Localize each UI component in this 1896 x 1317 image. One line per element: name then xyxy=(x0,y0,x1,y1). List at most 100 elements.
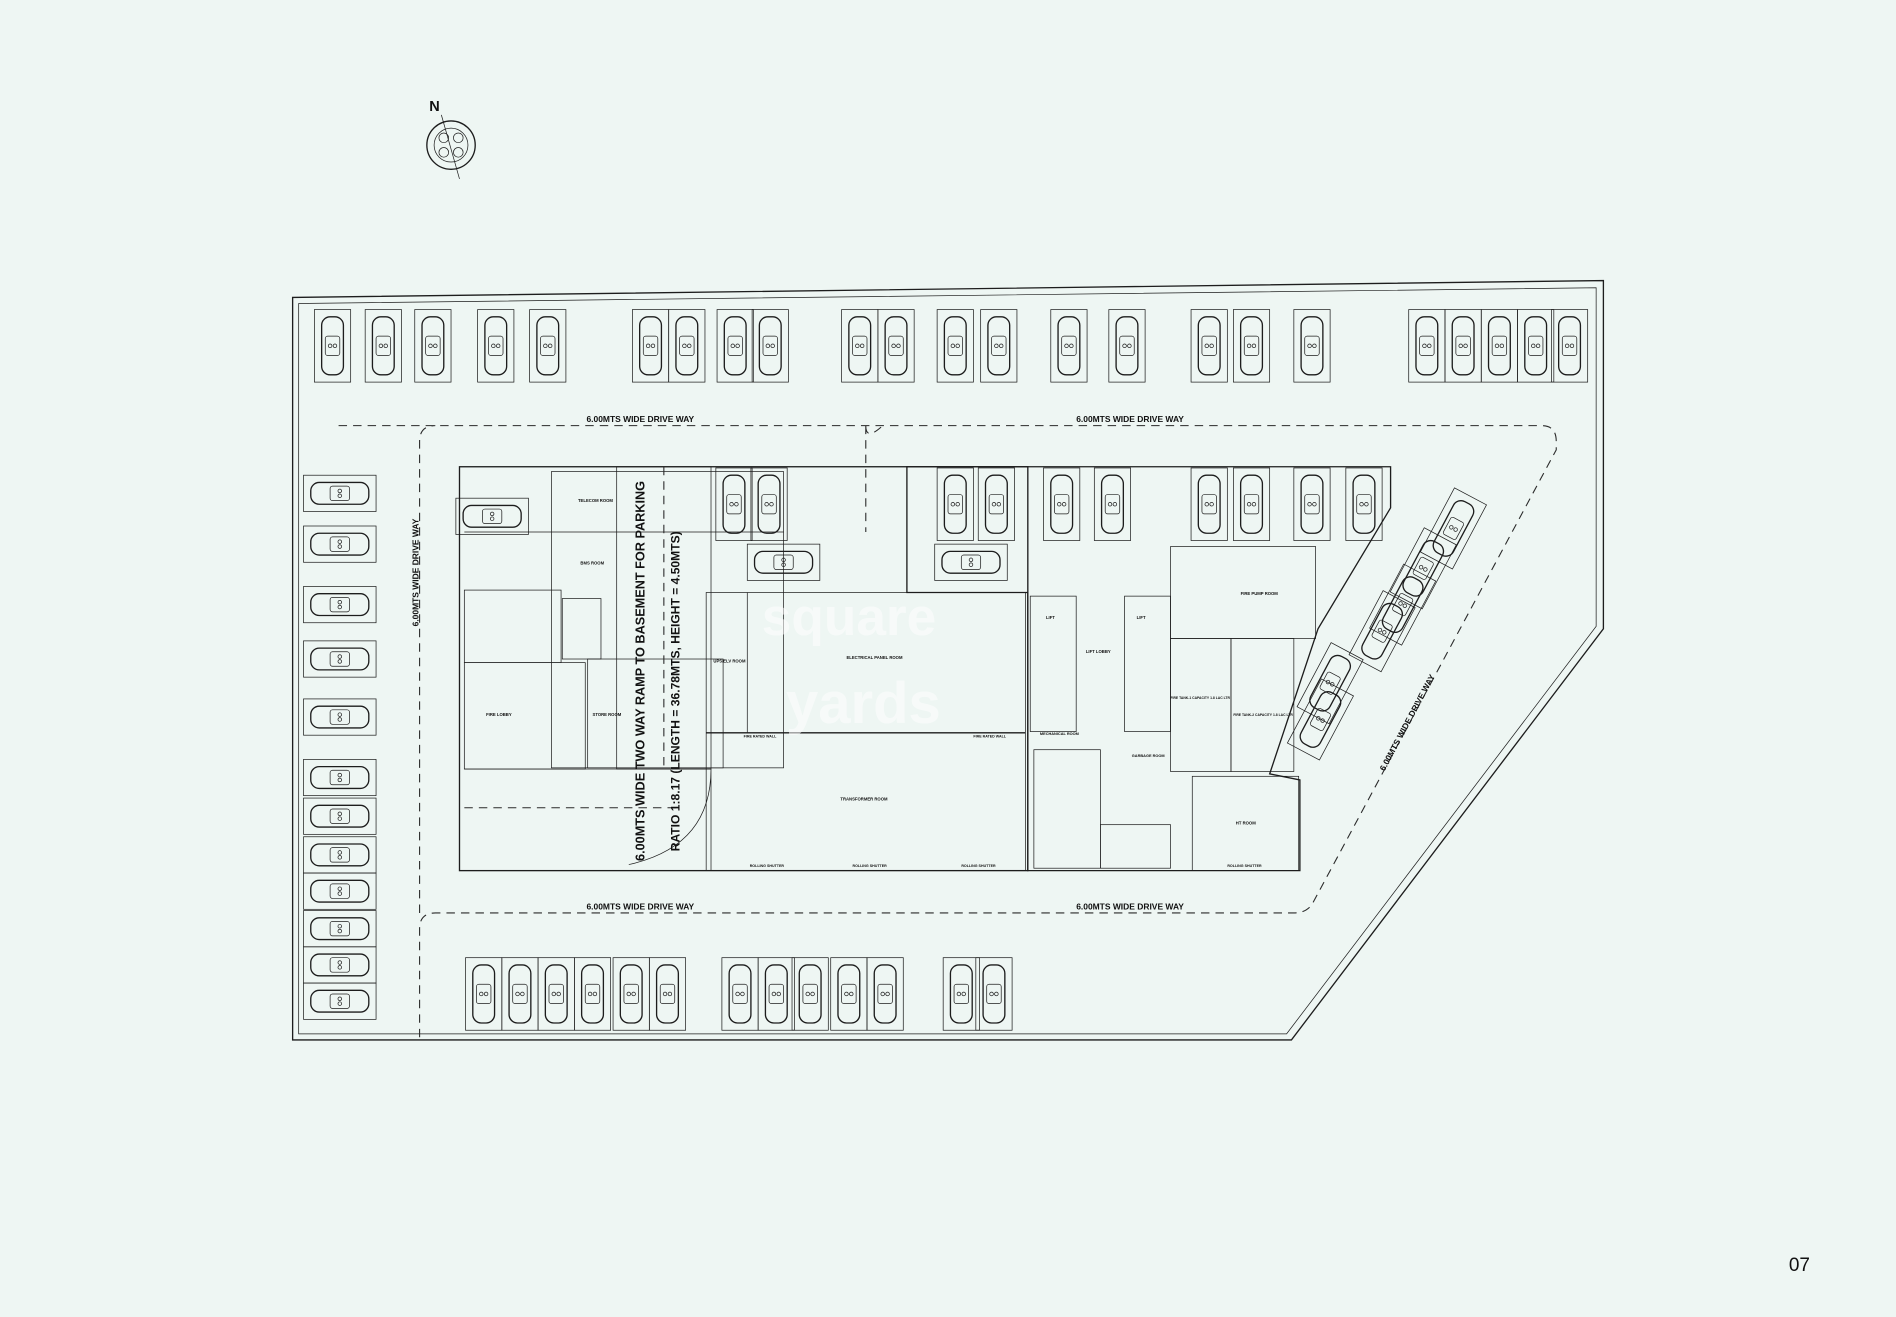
parked-car-icon xyxy=(1408,309,1446,383)
parked-car-icon xyxy=(364,309,402,383)
room-labels: TELECOM ROOM BMS ROOM STORE ROOM FIRE LO… xyxy=(486,498,1293,868)
driveway-path xyxy=(338,425,1557,1040)
site-boundary xyxy=(291,279,1605,1041)
parked-car-icon xyxy=(303,982,377,1020)
parked-car-icon xyxy=(1345,467,1383,541)
parked-car-icon xyxy=(1480,309,1518,383)
driveway-label-right: 6.00MTS WIDE DRIVE WAY xyxy=(1377,672,1437,772)
parked-car-icon xyxy=(537,957,575,1031)
label-telecom-room: TELECOM ROOM xyxy=(578,498,613,503)
ramp-ratio-label: RATIO 1:8.17 (LENGTH = 36.78MTS, HEIGHT … xyxy=(669,531,683,851)
parked-car-icon xyxy=(977,467,1015,541)
parked-car-icon xyxy=(791,957,829,1031)
parked-car-icon xyxy=(303,836,377,874)
label-fire-tank-2: FIRE TANK-2 CAPACITY 1.8 LAC LTR xyxy=(1233,713,1293,717)
parked-car-icon xyxy=(303,797,377,835)
driveway-label-top-right: 6.00MTS WIDE DRIVE WAY xyxy=(1076,414,1184,424)
ramp-label: 6.00MTS WIDE TWO WAY RAMP TO BASEMENT FO… xyxy=(634,481,648,861)
parked-car-icon xyxy=(936,467,974,541)
parked-car-icon xyxy=(1369,563,1437,646)
north-compass-icon: N xyxy=(426,99,476,180)
label-fire-rated-wall: FIRE RATED WALL xyxy=(744,735,777,739)
parked-car-icon xyxy=(1551,309,1589,383)
core-block-left xyxy=(458,466,1029,872)
parked-car-icon xyxy=(314,309,352,383)
parked-car-icon xyxy=(721,957,759,1031)
label-fire-lobby: FIRE LOBBY xyxy=(486,712,512,717)
label-fire-pump-room: FIRE PUMP ROOM xyxy=(1241,591,1279,596)
parked-car-icon xyxy=(477,309,515,383)
label-rolling-shutter: ROLLING SHUTTER xyxy=(750,864,785,868)
label-rolling-shutter-2: ROLLING SHUTTER xyxy=(852,864,887,868)
parked-car-icon xyxy=(830,957,868,1031)
label-fire-rated-wall-2: FIRE RATED WALL xyxy=(973,735,1006,739)
parked-car-icon xyxy=(303,474,377,512)
parked-car-icon xyxy=(841,309,879,383)
parked-car-icon xyxy=(414,309,452,383)
parked-car-icon xyxy=(975,957,1013,1031)
label-lift-lobby: LIFT LOBBY xyxy=(1086,649,1111,654)
page-number: 07 xyxy=(1788,1255,1810,1276)
label-transformer-room: TRANSFORMER ROOM xyxy=(840,796,888,801)
parked-car-icon xyxy=(529,309,567,383)
parked-car-icon xyxy=(715,467,753,541)
parked-car-icon xyxy=(1190,467,1228,541)
parked-car-icon xyxy=(1419,487,1487,570)
parked-car-icon xyxy=(303,698,377,736)
parked-car-icon xyxy=(1233,309,1271,383)
parked-car-icon xyxy=(936,309,974,383)
parked-car-icon xyxy=(1389,527,1457,610)
parked-car-icon xyxy=(303,759,377,797)
parked-car-icon xyxy=(303,910,377,948)
label-fire-tank-1: FIRE TANK-1 CAPACITY 1.8 LAC LTR xyxy=(1171,696,1231,700)
core-block-right xyxy=(906,466,1392,872)
parked-car-icon xyxy=(1050,309,1088,383)
svg-text:square: square xyxy=(762,588,936,647)
parked-car-icon xyxy=(648,957,686,1031)
parked-car-icon xyxy=(303,525,377,563)
parked-car-icon xyxy=(942,957,980,1031)
svg-text:yards: yards xyxy=(786,671,941,736)
label-bms-room: BMS ROOM xyxy=(580,561,604,566)
parked-car-icon xyxy=(303,586,377,624)
parked-car-icon xyxy=(750,467,788,541)
parked-car-icon xyxy=(1517,309,1555,383)
parked-car-icon xyxy=(1093,467,1131,541)
parking-bays xyxy=(303,309,1589,1031)
parked-car-icon xyxy=(877,309,915,383)
label-lift: LIFT xyxy=(1046,615,1055,620)
label-garbage-room: GARBAGE ROOM xyxy=(1132,754,1165,758)
parked-car-icon xyxy=(980,309,1018,383)
parked-car-icon xyxy=(303,946,377,984)
parked-car-icon xyxy=(455,497,529,535)
label-mechanical-room: MECHANICAL ROOM xyxy=(1040,732,1079,736)
parked-car-icon xyxy=(303,640,377,678)
parked-car-icon xyxy=(1348,590,1416,673)
parked-car-icon xyxy=(612,957,650,1031)
parked-car-icon xyxy=(1190,309,1228,383)
parked-car-icon xyxy=(465,957,503,1031)
parked-car-icon xyxy=(1233,467,1271,541)
label-electrical-panel-room: ELECTRICAL PANEL ROOM xyxy=(846,655,903,660)
parked-car-icon xyxy=(501,957,539,1031)
driveway-label-bottom-right: 6.00MTS WIDE DRIVE WAY xyxy=(1076,901,1184,911)
parked-car-icon xyxy=(751,309,789,383)
parked-car-icon xyxy=(632,309,670,383)
north-label: N xyxy=(429,99,439,115)
parked-car-icon xyxy=(303,872,377,910)
parked-car-icon xyxy=(757,957,795,1031)
parked-car-icon xyxy=(1286,678,1354,761)
parked-car-icon xyxy=(746,543,821,581)
parked-car-icon xyxy=(934,543,1008,581)
parked-car-icon xyxy=(1293,309,1331,383)
parked-car-icon xyxy=(668,309,706,383)
label-ups-room: UPS/ELV ROOM xyxy=(713,659,746,664)
label-rolling-shutter-3: ROLLING SHUTTER xyxy=(961,864,996,868)
parked-car-icon xyxy=(1293,467,1331,541)
driveway-label-top-left: 6.00MTS WIDE DRIVE WAY xyxy=(586,414,694,424)
driveway-label-left: 6.00MTS WIDE DRIVE WAY xyxy=(410,518,420,626)
parked-car-icon xyxy=(1043,467,1081,541)
parked-car-icon xyxy=(1108,309,1146,383)
